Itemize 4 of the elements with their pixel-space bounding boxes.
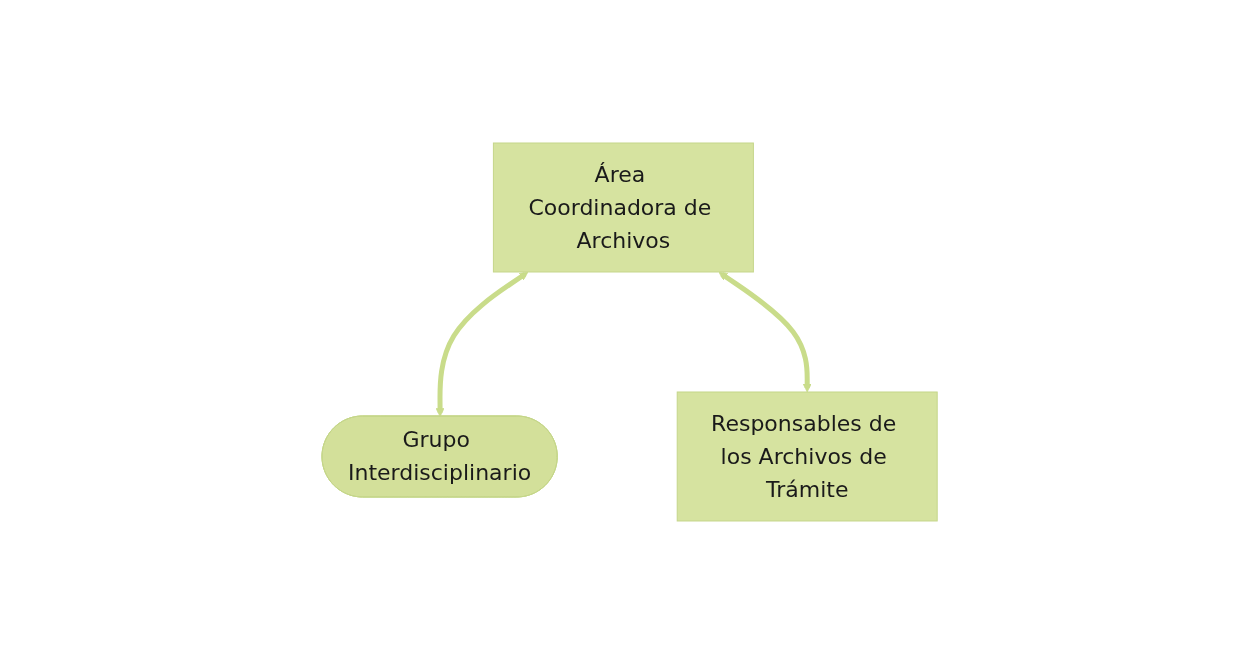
node-box: Responsables de los Archivos de Trámite [676, 391, 938, 522]
arrow [435, 271, 529, 417]
arrow [718, 271, 812, 393]
node-box: Área Coordinadora de Archivos [492, 142, 754, 273]
